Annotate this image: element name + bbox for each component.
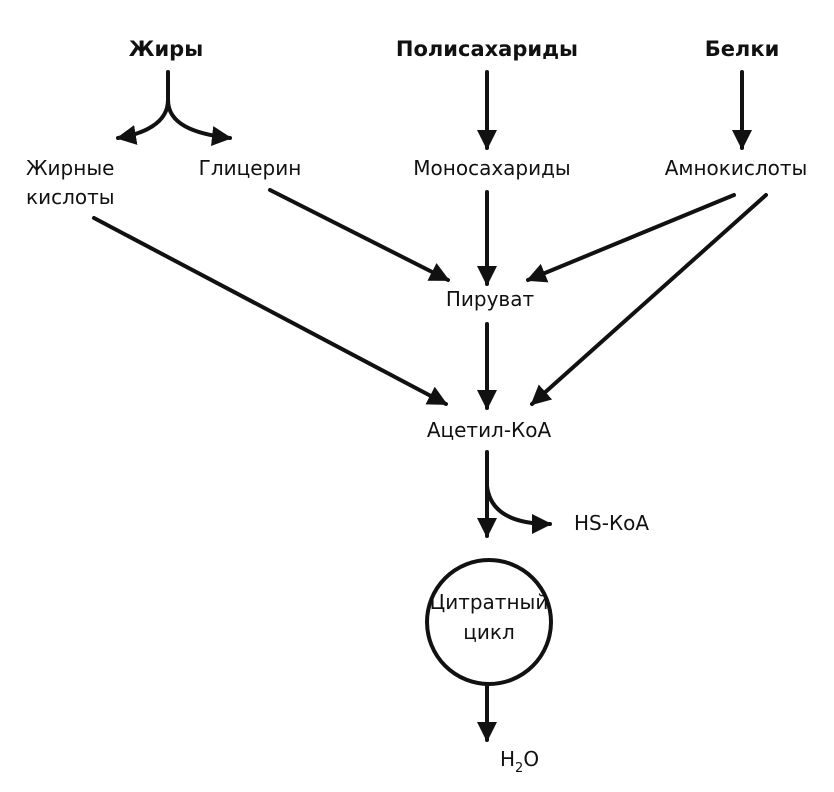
arrow-release-hs-coa [485, 484, 552, 534]
node-fatty-acids-line2: кислоты [26, 185, 115, 209]
node-fatty-acids-line1: Жирные [26, 156, 114, 180]
node-citrate-cycle-line1: Цитратный [430, 590, 549, 614]
arrow-fats-to-fatty-acids [116, 70, 170, 145]
node-water: H2O [500, 747, 539, 776]
node-hs-coa: HS-КоА [574, 511, 649, 535]
water-o: O [523, 747, 539, 771]
node-acetyl-coa: Ацетил-КоА [427, 418, 552, 442]
node-proteins: Белки [705, 37, 780, 61]
arrow-amino-acids-to-pyruvate [526, 193, 736, 283]
arrow-fatty-acids-to-acetyl-coa [92, 216, 448, 406]
node-pyruvate: Пируват [446, 287, 535, 311]
water-h: H [500, 747, 515, 771]
node-citrate-cycle-line2: цикл [463, 620, 514, 644]
node-monosaccharides: Моносахариды [413, 156, 570, 180]
arrow-amino-acids-to-acetyl-coa [530, 193, 768, 406]
arrow-fats-to-glycerol [166, 98, 232, 146]
node-polysaccharides: Полисахариды [396, 37, 578, 61]
node-amino-acids: Амнокислоты [665, 156, 808, 180]
arrow-glycerol-to-pyruvate [268, 188, 450, 282]
citrate-cycle-circle [425, 558, 553, 686]
water-subscript: 2 [515, 761, 523, 776]
node-glycerol: Глицерин [199, 156, 302, 180]
node-fats: Жиры [129, 37, 203, 61]
